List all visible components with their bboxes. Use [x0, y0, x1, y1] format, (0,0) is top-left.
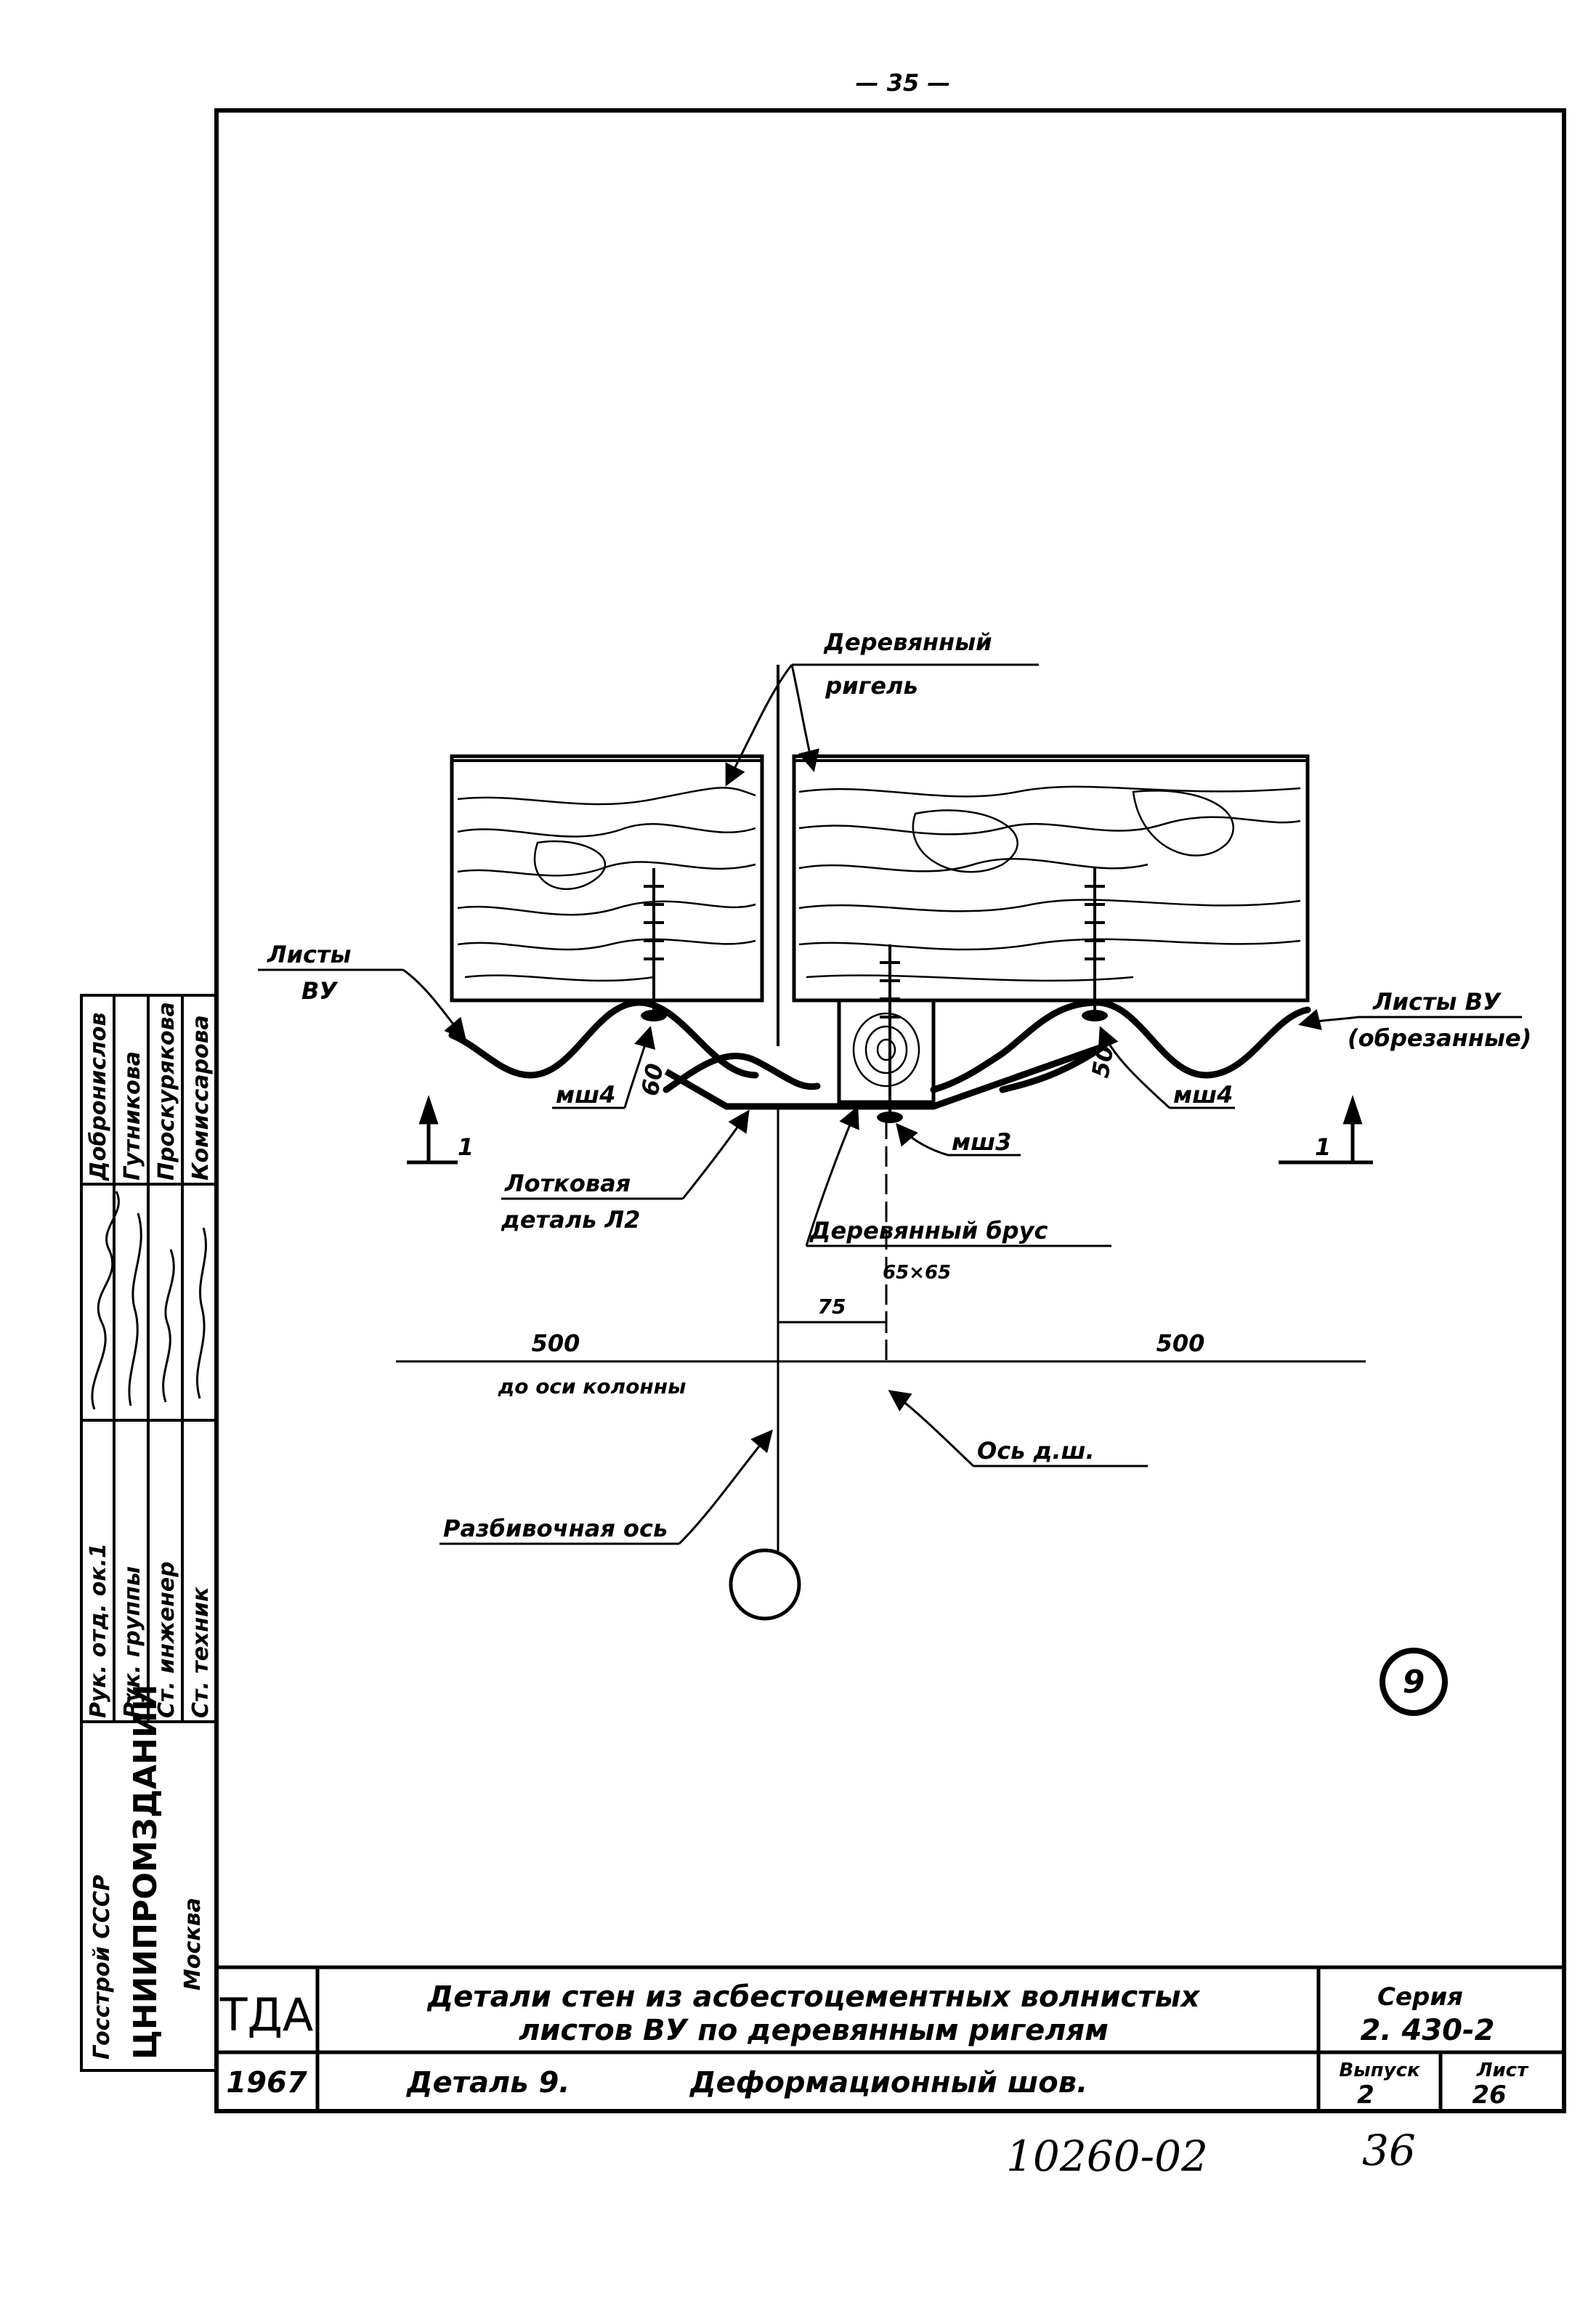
section-label-right: 1 — [1315, 1133, 1331, 1161]
label-sheets-vu-right-2: (обрезанные) — [1348, 1024, 1531, 1052]
tb-year: 1967 — [226, 2066, 307, 2100]
label-layout-axis: Разбивочная ось — [443, 1515, 668, 1542]
footer-doc-number: 10260-02 — [1006, 2131, 1208, 2181]
label-dim-60: 60 — [636, 1061, 668, 1098]
tb-title-line1: Детали стен из асбестоцементных волнисты… — [426, 1980, 1201, 2014]
stamp-name-3: Проскурякова — [154, 1002, 179, 1181]
label-sheets-vu-left-1: Листы — [267, 941, 352, 968]
tb-subtitle-detail: Деталь 9. — [405, 2066, 570, 2100]
stamp-role-4: Ст. техник — [188, 1587, 214, 1718]
title-block-frame — [216, 1965, 1564, 2111]
label-dim-75: 75 — [818, 1295, 846, 1319]
label-sheets-vu-right-1: Листы ВУ — [1372, 988, 1502, 1016]
wooden-girder — [450, 754, 1310, 1003]
label-trough-part-2: деталь Л2 — [501, 1206, 640, 1234]
stamp-role-3: Ст. инженер — [154, 1561, 179, 1718]
detail-marker-circle — [1380, 1648, 1448, 1716]
stamp-org-1: Госстрой СССР — [89, 1875, 115, 2060]
label-wooden-girder-1: Деревянный — [823, 628, 992, 656]
section-label-left: 1 — [458, 1133, 474, 1161]
stamp-org-3: Москва — [180, 1898, 206, 1991]
label-to-column-axis: до оси колонны — [498, 1374, 686, 1398]
corrugated-sheets — [448, 999, 1311, 1093]
trough-part-l2 — [664, 1042, 1106, 1110]
tb-code: ТДА — [219, 1988, 314, 2041]
label-trough-part-1: Лотковая — [504, 1170, 631, 1197]
page-number: — 35 — — [856, 69, 951, 97]
stamp-name-2: Гутникова — [120, 1051, 145, 1181]
tb-sheet-value: 26 — [1472, 2081, 1506, 2110]
dimension-line — [396, 1311, 1366, 1363]
signatures — [91, 1191, 207, 1410]
label-dim-500-left: 500 — [532, 1329, 580, 1357]
wood-screws — [644, 868, 1105, 1115]
side-stamp — [80, 994, 218, 2072]
label-dim-50: 50 — [1086, 1043, 1119, 1080]
tb-issue-label: Выпуск — [1339, 2060, 1421, 2081]
detail-marker-number: 9 — [1403, 1664, 1425, 1701]
side-stamp-text: Рук. отд. ок.1 Рук. группы Ст. инженер С… — [86, 1002, 214, 2060]
stamp-role-2: Рук. группы — [120, 1566, 145, 1718]
label-wooden-girder-2: ригель — [825, 672, 918, 700]
tb-sheet-label: Лист — [1476, 2060, 1529, 2081]
label-msh3: мш3 — [952, 1128, 1011, 1156]
section-marker-left — [407, 1095, 458, 1165]
label-joint-axis: Ось д.ш. — [977, 1437, 1095, 1465]
stamp-name-4: Комиссарова — [188, 1015, 214, 1181]
tb-series-label: Серия — [1377, 1983, 1463, 2012]
section-marker-right — [1279, 1095, 1373, 1165]
washers — [641, 1010, 1108, 1123]
leader-lines — [258, 663, 1522, 1545]
layout-axis-bubble — [729, 1548, 801, 1621]
tb-series-value: 2. 430-2 — [1361, 2014, 1495, 2047]
stamp-org-2: ЦНИИПРОМЗДАНИЙ — [126, 1684, 164, 2060]
label-dim-500-right: 500 — [1157, 1329, 1205, 1357]
tb-title-line2: листов ВУ по деревянным ригелям — [519, 2014, 1109, 2047]
label-sheets-vu-left-2: ВУ — [301, 977, 338, 1005]
label-wooden-bar-2: 65×65 — [883, 1262, 951, 1284]
stamp-name-1: Добронислов — [86, 1013, 111, 1181]
label-wooden-bar-1: Деревянный брус — [809, 1217, 1048, 1244]
stamp-role-1: Рук. отд. ок.1 — [86, 1543, 111, 1718]
tb-subtitle-name: Деформационный шов. — [689, 2066, 1087, 2100]
label-msh4-left: мш4 — [556, 1081, 615, 1109]
footer-page: 36 — [1362, 2126, 1416, 2175]
tb-issue-value: 2 — [1357, 2081, 1374, 2110]
label-msh4-right: мш4 — [1173, 1081, 1233, 1109]
wooden-bar — [837, 998, 936, 1104]
